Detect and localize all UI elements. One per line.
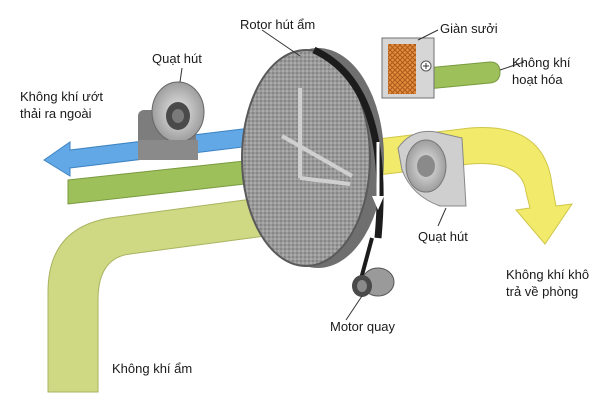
heater-label: Giàn sưởi (440, 21, 498, 36)
motor-icon (352, 267, 395, 297)
heater-icon (381, 37, 435, 99)
top-fan-icon (138, 81, 205, 160)
leader-lines (179, 29, 525, 321)
humid-air-label: Không khí ẩm (112, 361, 193, 376)
wet-air-out-label: Không khí ướt thải ra ngoài (20, 89, 103, 121)
top-fan-label: Quạt hút (152, 51, 202, 66)
activation-air-loop (415, 61, 501, 91)
right-fan-label: Quạt hút (418, 229, 468, 244)
rotor-disk (241, 46, 384, 291)
rotor-label: Rotor hút ẩm (240, 17, 316, 32)
right-fan-icon (397, 130, 467, 207)
motor-label: Motor quay (330, 319, 396, 334)
activated-air-label: Không khí hoạt hóa (512, 55, 571, 87)
dry-air-return-label: Không khí khô trả về phòng (506, 267, 590, 299)
